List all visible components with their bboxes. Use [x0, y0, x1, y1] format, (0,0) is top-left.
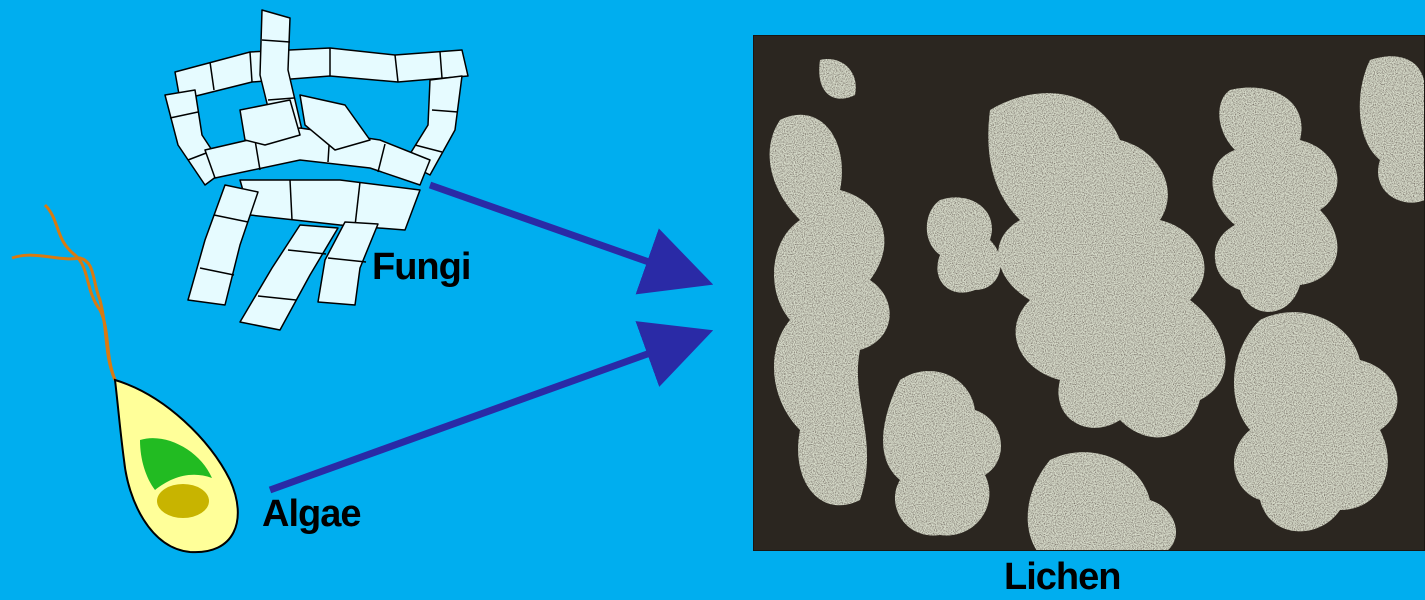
lichen-label: Lichen [1004, 556, 1120, 599]
lichen-photo [753, 35, 1425, 555]
algae-to-lichen-arrow [270, 335, 700, 490]
algae-label: Algae [262, 493, 360, 536]
fungi-to-lichen-arrow [430, 185, 700, 280]
fungi-label: Fungi [372, 246, 470, 289]
